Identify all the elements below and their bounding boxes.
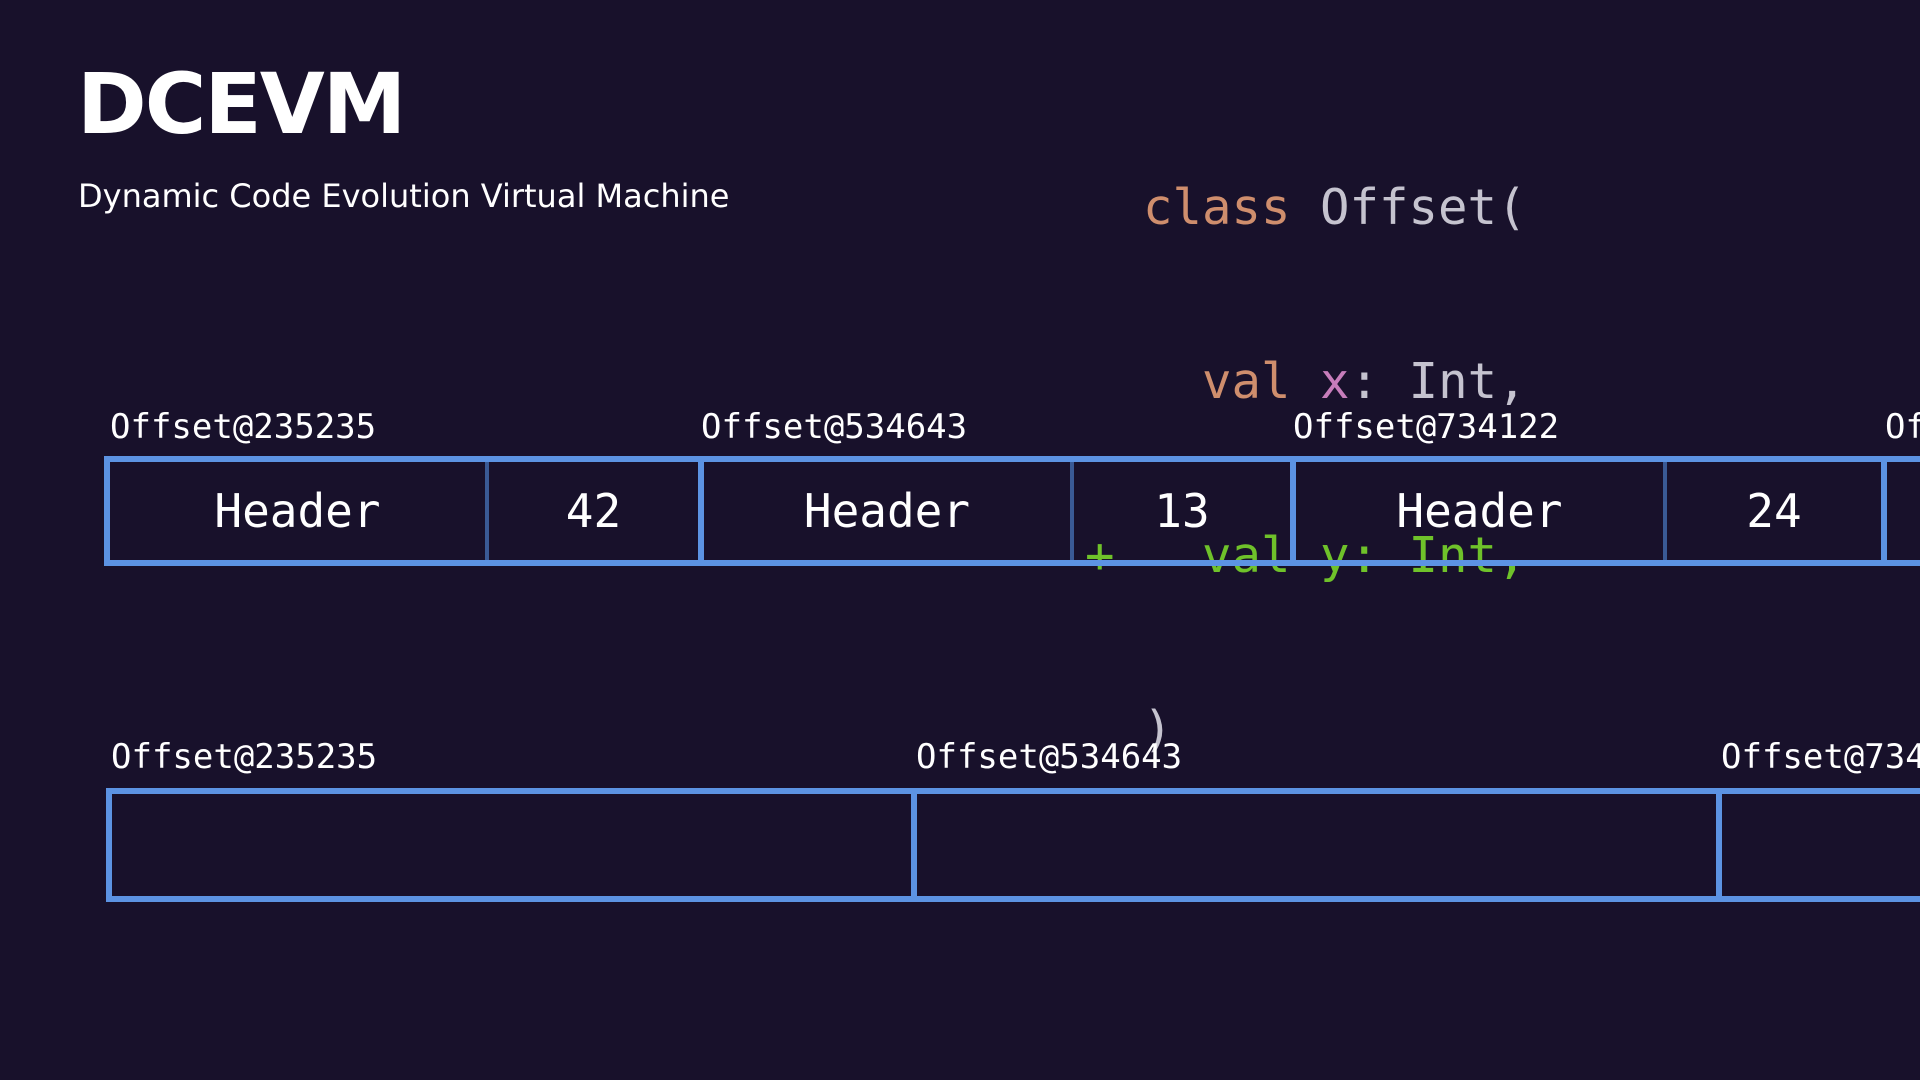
- code-snippet: class Offset( val x: Int, + val y: Int, …: [1085, 63, 1527, 875]
- object-boundary: [1881, 456, 1887, 566]
- object-boundary: [1716, 788, 1722, 902]
- object-address-label: Offset@534643: [701, 407, 968, 447]
- field-value-cell: 13: [1154, 484, 1210, 538]
- code-line-2: val x: Int,: [1085, 353, 1527, 411]
- object-address-label: Offset@734: [1721, 737, 1920, 777]
- slide-subtitle: Dynamic Code Evolution Virtual Machine: [78, 177, 730, 215]
- code-added-field: val y: Int,: [1202, 527, 1527, 584]
- object-address-label: Offset@534643: [916, 737, 1183, 777]
- code-keyword-class: class: [1143, 179, 1291, 236]
- object-address-label: Offset@734122: [1293, 407, 1560, 447]
- code-class-name: Offset(: [1290, 179, 1527, 236]
- object-boundary: [698, 456, 704, 566]
- memory-strip-after: [106, 788, 1920, 902]
- field-value-cell: 24: [1746, 484, 1802, 538]
- slide-title: DCEVM: [77, 55, 406, 153]
- object-header-cell: Header: [803, 484, 971, 538]
- code-param-x: x: [1320, 353, 1350, 410]
- object-boundary: [1290, 456, 1296, 566]
- code-line-4: ): [1085, 701, 1527, 759]
- object-header-cell: Header: [214, 484, 381, 538]
- field-divider: [1663, 462, 1667, 560]
- diff-added-marker: +: [1085, 527, 1115, 584]
- field-value-cell: 42: [565, 484, 622, 538]
- code-type-int: : Int,: [1349, 353, 1527, 410]
- code-line-1: class Offset(: [1085, 179, 1527, 237]
- code-line-3-added: + val y: Int,: [1085, 527, 1527, 585]
- object-header-cell: Header: [1396, 484, 1563, 538]
- field-divider: [485, 462, 489, 560]
- object-address-label: Offset@235235: [111, 737, 378, 777]
- memory-strip-before: [104, 456, 1920, 566]
- object-address-label: Of: [1885, 407, 1920, 447]
- code-keyword-val: val: [1202, 353, 1291, 410]
- code-closing-paren: ): [1143, 701, 1173, 758]
- field-divider: [1070, 462, 1074, 560]
- object-address-label: Offset@235235: [110, 407, 377, 447]
- object-boundary: [911, 788, 917, 902]
